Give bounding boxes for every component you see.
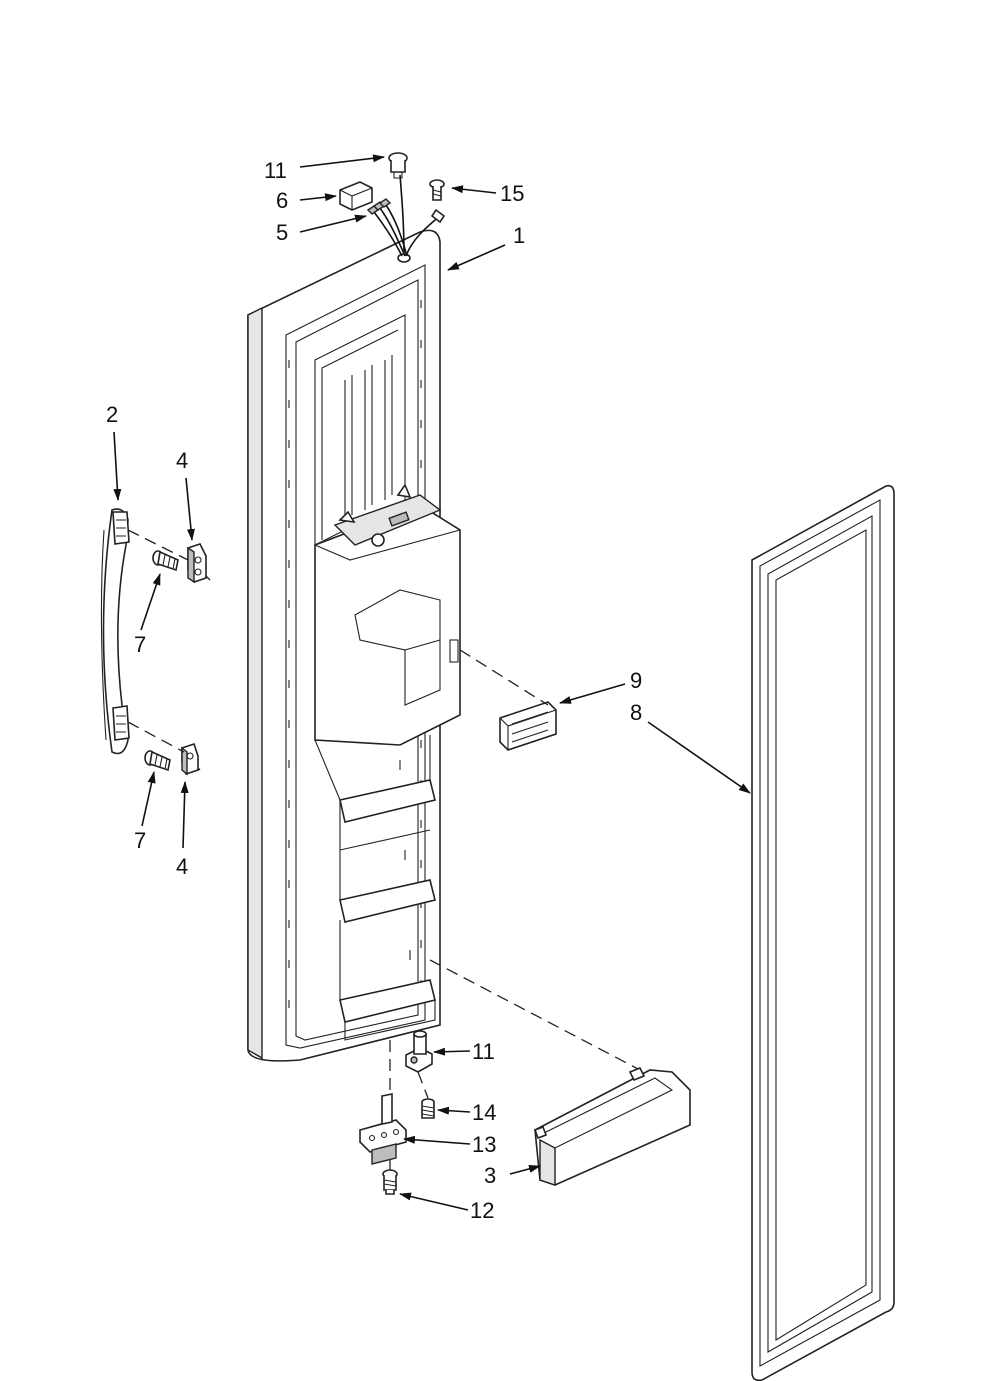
bracket-bottom	[181, 742, 199, 776]
dispenser-trim	[499, 701, 557, 751]
callout-8: 8	[630, 700, 642, 725]
callout-13: 13	[472, 1132, 496, 1157]
hinge-plate	[359, 1093, 407, 1165]
door-gasket	[751, 484, 895, 1381]
callout-numbers: 11 6 5 15 1 2 4 7 9 8 7 4 11 14 13 3 12	[106, 158, 642, 1223]
callout-5: 5	[276, 220, 288, 245]
callout-11-bottom: 11	[472, 1039, 495, 1064]
connector	[339, 181, 373, 211]
door-bin	[533, 1066, 691, 1186]
bracket-top	[187, 543, 207, 584]
callout-3: 3	[484, 1163, 496, 1188]
screw-handle-bottom	[144, 750, 171, 772]
callout-4-bottom: 4	[176, 854, 188, 879]
callout-1: 1	[513, 223, 525, 248]
screw-14	[421, 1098, 435, 1119]
callout-12: 12	[470, 1198, 494, 1223]
callout-leaders	[113, 154, 751, 1211]
callout-14: 14	[472, 1100, 496, 1125]
handle	[100, 508, 130, 755]
callout-9: 9	[630, 668, 642, 693]
screw-top	[429, 179, 446, 224]
screw-handle-top	[152, 550, 179, 572]
callout-7-top: 7	[134, 632, 146, 657]
hinge-pin	[405, 1030, 433, 1073]
terminals	[366, 198, 392, 215]
callout-15: 15	[500, 181, 524, 206]
callout-7-bottom: 7	[134, 828, 146, 853]
screw-12	[382, 1169, 398, 1195]
door-assembly	[247, 229, 461, 1062]
callout-11-top: 11	[264, 158, 287, 183]
wire-harness	[373, 174, 441, 257]
plug-top	[388, 152, 408, 179]
callout-4-top: 4	[176, 448, 188, 473]
callout-6: 6	[276, 188, 288, 213]
callout-2: 2	[106, 402, 118, 427]
